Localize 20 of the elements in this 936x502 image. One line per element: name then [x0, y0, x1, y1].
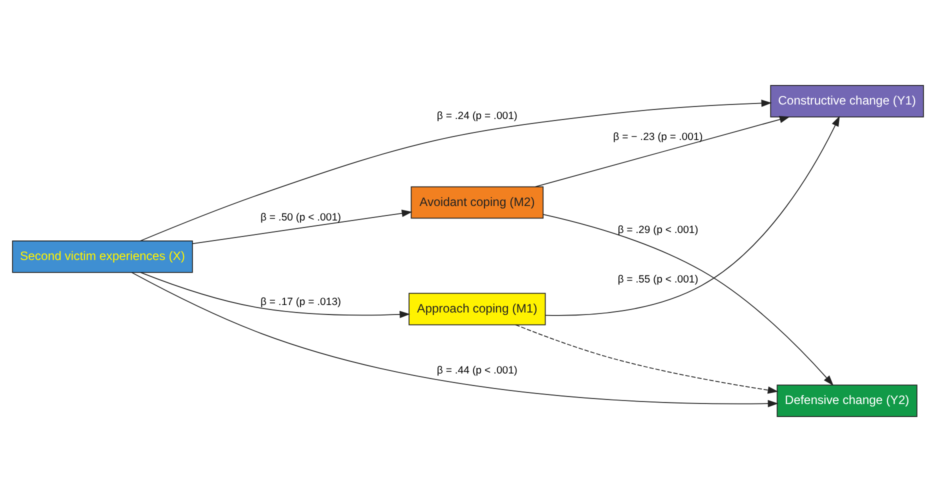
edge-label: β = .50 (p < .001)	[260, 212, 342, 224]
node-box: Second victim experiences (X)	[12, 240, 193, 273]
arrow	[140, 272, 410, 318]
arrow	[535, 116, 790, 188]
node-box: Defensive change (Y2)	[776, 384, 918, 417]
arrow	[140, 100, 772, 242]
edge-label: β = .24 (p = .001)	[436, 111, 518, 122]
edge-label: β = .29 (p < .001)	[618, 224, 698, 236]
arrow	[131, 272, 778, 408]
edge-label: β = .44 (p < .001)	[436, 365, 518, 376]
arrow	[545, 116, 840, 316]
node-box: Approach coping (M1)	[408, 292, 546, 326]
edge-label: β = − .23 (p = .001)	[613, 132, 703, 144]
edge-label: β = .17 (p = .013)	[260, 297, 342, 308]
node-box: Avoidant coping (M2)	[410, 186, 544, 219]
arrow	[515, 324, 778, 394]
arrow	[192, 210, 412, 244]
node-box: Constructive change (Y1)	[770, 85, 924, 118]
arrow	[542, 214, 834, 386]
edge-label: β = .55 (p < .001)	[618, 274, 698, 286]
